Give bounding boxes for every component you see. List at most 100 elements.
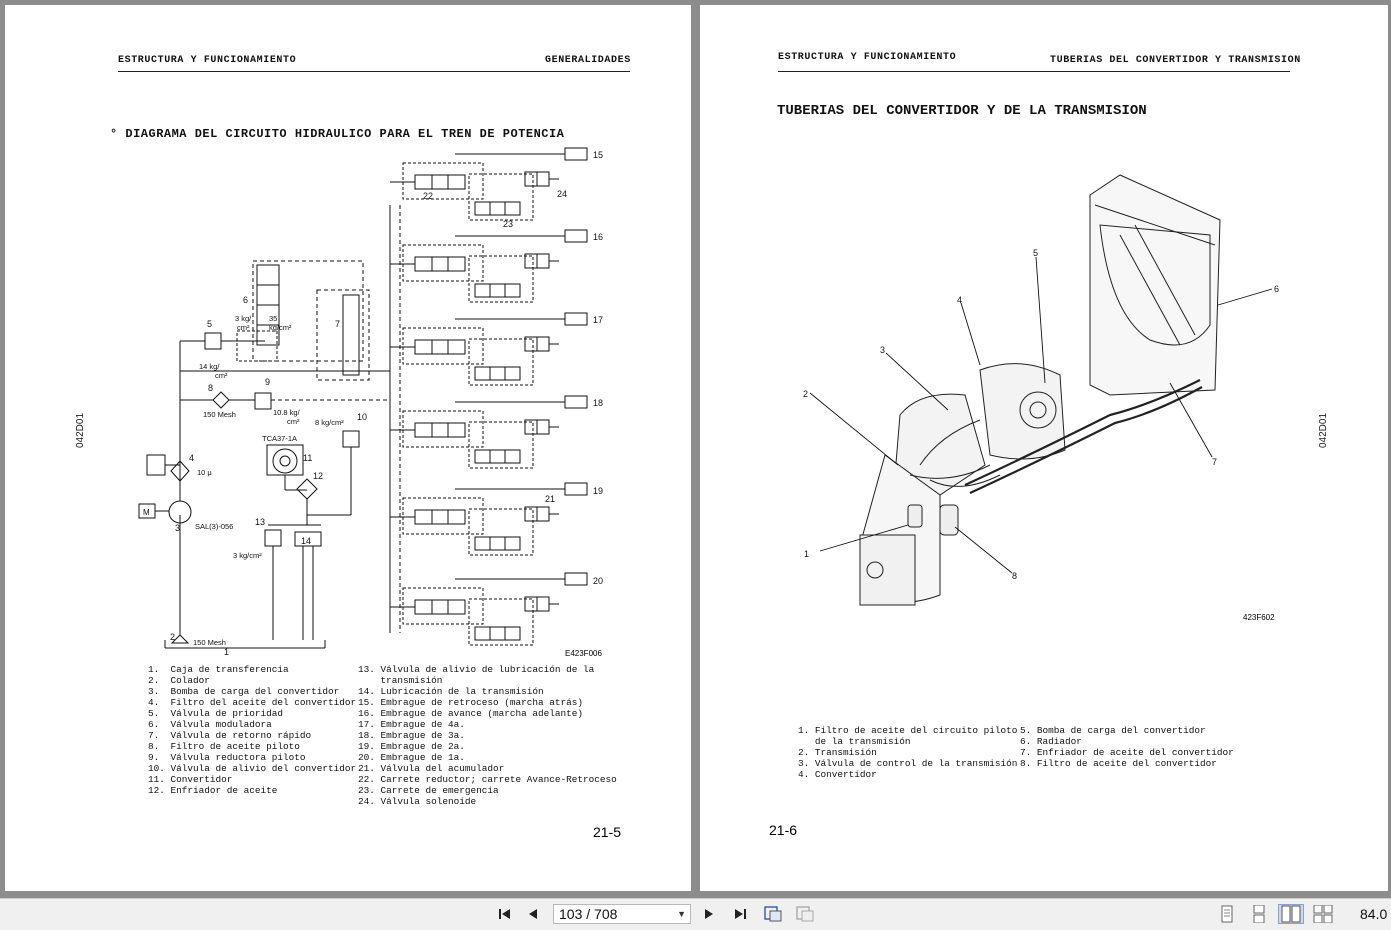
label-mesh-150-strainer: 150 Mesh <box>193 638 226 647</box>
spool-housing <box>402 244 484 282</box>
legend-item: 1. Caja de transferencia <box>148 664 289 675</box>
emergency-spool <box>474 283 521 298</box>
label-pressure-8: 8 kg/cm² <box>315 418 344 427</box>
right-figure-code: 423F602 <box>1243 613 1275 622</box>
legend-item: 2. Colador <box>148 675 210 686</box>
last-page-button[interactable] <box>729 904 751 924</box>
legend-item: 21. Válvula del acumulador <box>358 763 505 774</box>
next-page-icon <box>705 909 713 919</box>
legend-item: 16. Embrague de avance (marcha adelante) <box>358 708 584 719</box>
label-3: 3 <box>175 523 180 533</box>
spool-housing <box>402 587 484 625</box>
right-page-number: 21-6 <box>769 822 798 838</box>
first-page-icon <box>499 909 510 919</box>
left-header-topic: GENERALIDADES <box>545 55 631 66</box>
chevron-down-icon[interactable]: ▼ <box>677 909 686 919</box>
page-number-field[interactable]: 103 / 708 ▼ <box>553 904 691 924</box>
label-12: 12 <box>313 471 323 481</box>
legend-item: 7. Enfriador de aceite del convertidor <box>1020 747 1234 758</box>
left-document-page: ESTRUCTURA Y FUNCIONAMIENTO GENERALIDADE… <box>5 5 691 891</box>
previous-page-icon <box>529 909 537 919</box>
transmission-piping-illustration: 1 2 3 4 5 6 7 8 <box>803 174 1279 606</box>
legend-item: 23. Carrete de emergencia <box>358 785 499 796</box>
spool-housing <box>402 410 484 448</box>
label-20: 20 <box>593 576 603 586</box>
first-page-button[interactable] <box>494 904 516 924</box>
emergency-housing <box>468 255 534 303</box>
legend-item: 2. Transmisión <box>798 747 877 758</box>
clutch-symbol <box>564 482 588 496</box>
single-page-view-button[interactable] <box>1216 904 1238 924</box>
callout-8: 8 <box>1012 571 1017 581</box>
continuous-view-icon <box>1253 905 1265 923</box>
legend-item: 8. Filtro de aceite del convertidor <box>1020 758 1217 769</box>
right-page-title: TUBERIAS DEL CONVERTIDOR Y DE LA TRANSMI… <box>777 103 1147 119</box>
legend-item: 20. Embrague de 1a. <box>358 752 465 763</box>
label-motor: M <box>143 508 150 517</box>
label-mesh-150: 150 Mesh <box>203 410 236 419</box>
legend-item: 4. Convertidor <box>798 769 877 780</box>
previous-page-button[interactable] <box>522 904 544 924</box>
emergency-spool <box>474 449 521 464</box>
label-14: 14 <box>301 536 311 546</box>
label-2: 2 <box>170 632 175 642</box>
legend-item: 8. Filtro de aceite piloto <box>148 741 300 752</box>
reducing-spool <box>414 422 466 438</box>
emergency-spool <box>474 536 521 551</box>
callout-5: 5 <box>1033 248 1038 258</box>
callout-4: 4 <box>957 295 962 305</box>
label-21: 21 <box>545 494 555 504</box>
spool-housing <box>402 497 484 535</box>
label-tca: TCA37-1A <box>262 434 297 443</box>
label-4: 4 <box>189 453 194 463</box>
left-header-rule <box>118 71 630 72</box>
callout-1: 1 <box>804 549 809 559</box>
right-header-rule <box>778 71 1290 72</box>
label-pressure-35-unit: kg/cm² <box>269 323 292 332</box>
legend-item: 22. Carrete reductor; carrete Avance-Ret… <box>358 774 617 785</box>
reducing-spool <box>414 509 466 525</box>
label-8: 8 <box>208 383 213 393</box>
label-11: 11 <box>303 453 312 463</box>
hydraulic-circuit-diagram: 2 3 4 5 6 7 8 9 10 11 12 13 14 1 M 14 kg… <box>138 147 603 657</box>
zoom-level[interactable]: 84.0 <box>1360 906 1388 922</box>
legend-item: 15. Embrague de retroceso (marcha atrás) <box>358 697 584 708</box>
legend-item: 24. Válvula solenoide <box>358 796 477 807</box>
spool-housing <box>402 162 484 200</box>
legend-item: 5. Válvula de prioridad <box>148 708 284 719</box>
emergency-spool <box>474 201 521 216</box>
label-15: 15 <box>593 150 603 160</box>
label-9: 9 <box>265 377 270 387</box>
label-23: 23 <box>503 219 513 229</box>
continuous-facing-view-button[interactable] <box>1312 904 1334 924</box>
continuous-view-button[interactable] <box>1248 904 1270 924</box>
fit-width-icon <box>796 906 814 922</box>
legend-item: 10. Válvula de alivio del convertidor <box>148 763 357 774</box>
legend-item: 13. Válvula de alivio de lubricación de … <box>358 664 595 675</box>
single-page-view-icon <box>1221 905 1233 923</box>
two-page-view-button[interactable] <box>1278 904 1304 924</box>
viewer-toolbar: 103 / 708 ▼ 84.0 <box>0 898 1391 930</box>
legend-item: 17. Embrague de 4a. <box>358 719 465 730</box>
label-pressure-3-unit: cm² <box>237 323 250 332</box>
clutch-symbol <box>564 229 588 243</box>
next-page-button[interactable] <box>698 904 720 924</box>
right-legend-column-1: 1. Filtro de aceite del circuito piloto … <box>798 725 1017 780</box>
fit-page-icon <box>764 906 782 922</box>
fit-width-button[interactable] <box>794 904 816 924</box>
callout-3: 3 <box>880 345 885 355</box>
legend-item: 19. Embrague de 2a. <box>358 741 465 752</box>
legend-item: 3. Válvula de control de la transmisión <box>798 758 1018 769</box>
emergency-housing <box>468 338 534 386</box>
label-19: 19 <box>593 486 603 496</box>
label-13: 13 <box>255 517 265 527</box>
label-17: 17 <box>593 315 603 325</box>
legend-item: 9. Válvula reductora piloto <box>148 752 306 763</box>
label-10-micron: 10 μ <box>197 468 212 477</box>
emergency-spool <box>474 366 521 381</box>
fit-page-button[interactable] <box>762 904 784 924</box>
emergency-housing <box>468 508 534 556</box>
label-24: 24 <box>557 189 567 199</box>
legend-item: 18. Embrague de 3a. <box>358 730 465 741</box>
clutch-symbol <box>564 312 588 326</box>
